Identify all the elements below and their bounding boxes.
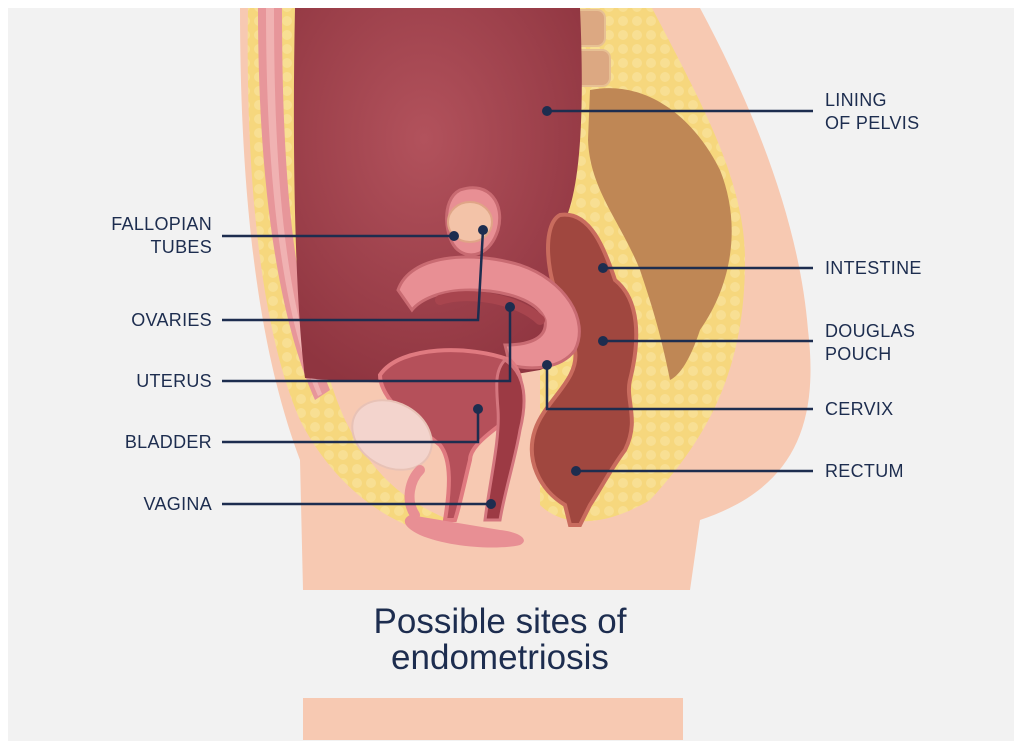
- dot-cervix: [542, 360, 552, 370]
- label-fallopian-tubes: FALLOPIAN TUBES: [60, 213, 212, 259]
- dot-bladder: [473, 404, 483, 414]
- dot-vagina: [486, 499, 496, 509]
- dot-ovaries: [478, 225, 488, 235]
- uterus-fundus: [294, 8, 583, 383]
- label-bladder: BLADDER: [60, 431, 212, 454]
- label-douglas-pouch: DOUGLAS POUCH: [825, 320, 985, 366]
- diagram-caption: Possible sites of endometriosis: [310, 604, 690, 676]
- dot-lining-of-pelvis: [542, 106, 552, 116]
- label-intestine: INTESTINE: [825, 257, 985, 280]
- label-vagina: VAGINA: [60, 493, 212, 516]
- label-cervix: CERVIX: [825, 398, 985, 421]
- label-rectum: RECTUM: [825, 460, 985, 483]
- dot-fallopian-tubes: [449, 231, 459, 241]
- dot-douglas-pouch: [598, 336, 608, 346]
- label-lining-of-pelvis: LINING OF PELVIS: [825, 89, 985, 135]
- label-ovaries: OVARIES: [60, 309, 212, 332]
- dot-uterus: [505, 302, 515, 312]
- label-uterus: UTERUS: [60, 370, 212, 393]
- thigh-section: [303, 698, 683, 740]
- dot-intestine: [598, 263, 608, 273]
- dot-rectum: [571, 466, 581, 476]
